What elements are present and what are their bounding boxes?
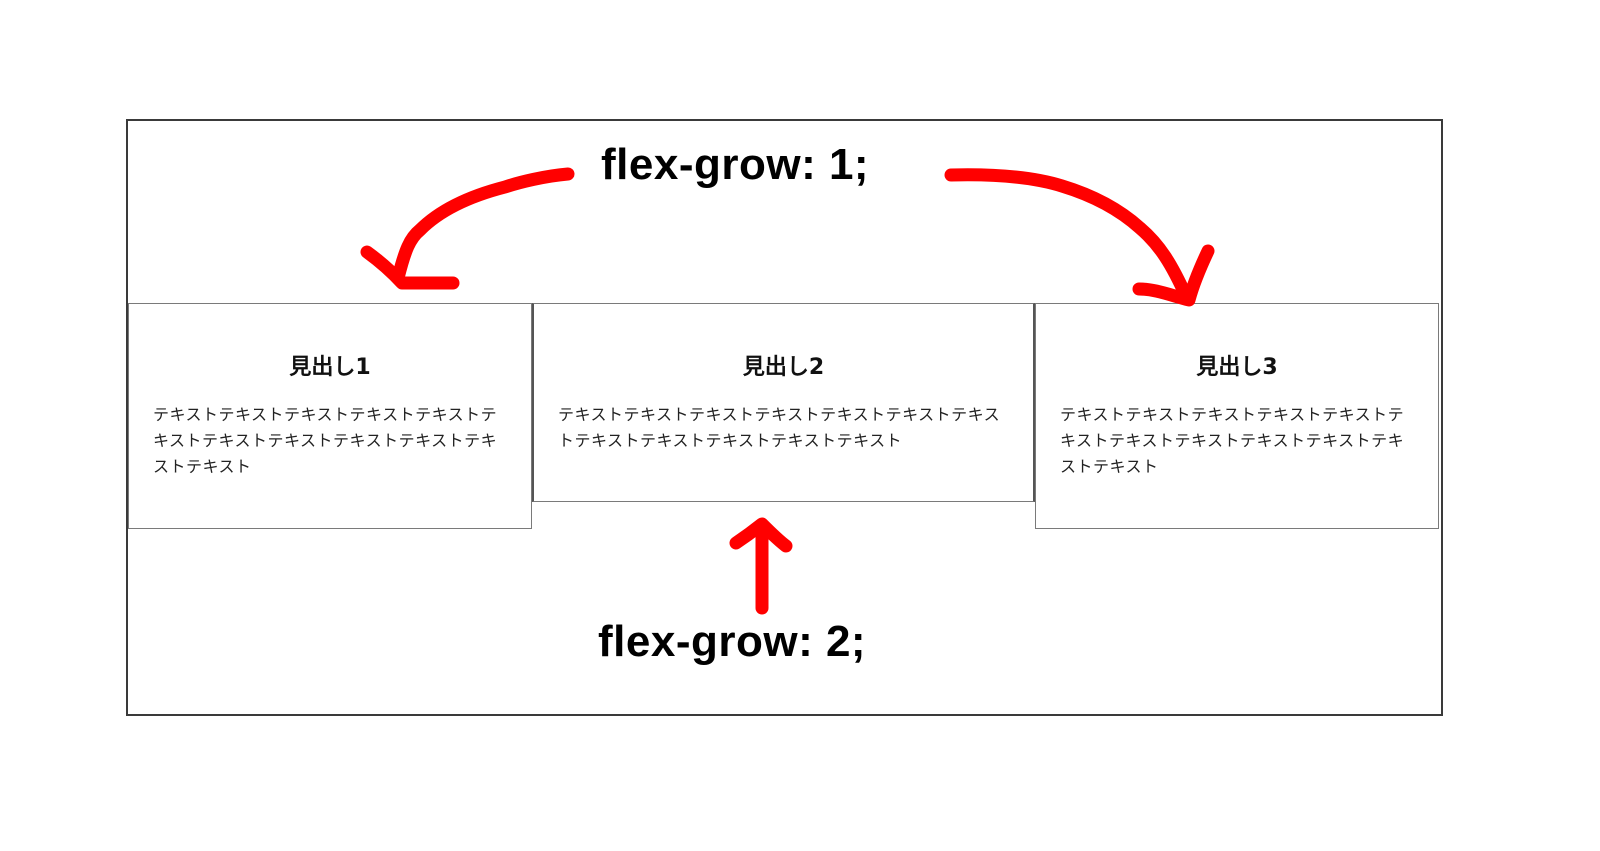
flex-item-1: 見出し1 テキストテキストテキストテキストテキストテキストテキストテキストテキス… — [128, 303, 532, 529]
flex-item-2-heading: 見出し2 — [742, 355, 825, 380]
flex-grow-2-label: flex-grow: 2; — [598, 617, 867, 666]
flex-item-3: 見出し3 テキストテキストテキストテキストテキストテキストテキストテキストテキス… — [1035, 303, 1439, 529]
flex-item-1-text: テキストテキストテキストテキストテキストテキストテキストテキストテキストテキスト… — [153, 405, 498, 476]
flex-item-3-text: テキストテキストテキストテキストテキストテキストテキストテキストテキストテキスト… — [1060, 405, 1405, 476]
flex-row: 見出し1 テキストテキストテキストテキストテキストテキストテキストテキストテキス… — [128, 303, 1439, 529]
flex-item-2: 見出し2 テキストテキストテキストテキストテキストテキストテキストテキストテキス… — [532, 303, 1035, 502]
flex-item-2-text: テキストテキストテキストテキストテキストテキストテキストテキストテキストテキスト… — [558, 405, 1001, 450]
flex-item-3-heading: 見出し3 — [1196, 355, 1278, 380]
flex-item-1-heading: 見出し1 — [289, 355, 371, 380]
flex-grow-1-label: flex-grow: 1; — [601, 140, 870, 189]
